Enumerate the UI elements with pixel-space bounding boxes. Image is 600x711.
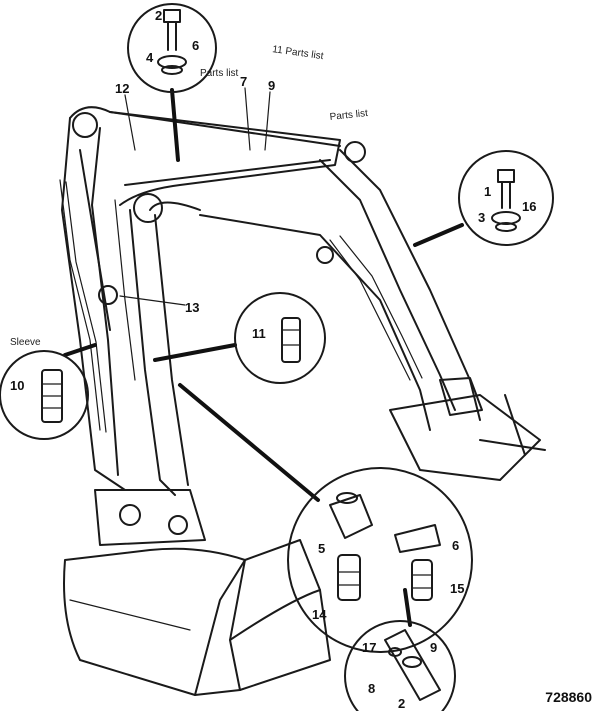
- callout-1-right: 1: [484, 184, 491, 199]
- leader-line: [124, 94, 136, 151]
- callout-6-top: 6: [192, 38, 199, 53]
- callout-11: 11: [252, 326, 266, 341]
- callout-16: 16: [522, 199, 536, 214]
- detail-circle-bottom: [344, 620, 456, 711]
- callout-7: 7: [240, 74, 247, 89]
- note-parts-list-right: Parts list: [329, 108, 369, 123]
- callout-2-bottom: 2: [398, 696, 405, 711]
- leader-line: [403, 588, 412, 627]
- detail-circle-middle: [234, 292, 326, 384]
- callout-9-bottom: 9: [430, 640, 437, 655]
- figure-reference: 728860: [545, 689, 592, 705]
- callout-2-top: 2: [155, 8, 162, 23]
- detail-circle-lower: [287, 467, 473, 653]
- callout-17: 17: [362, 640, 376, 655]
- leader-line: [244, 87, 251, 151]
- leader-line: [413, 223, 464, 247]
- callout-10: 10: [10, 378, 24, 393]
- note-parts-list-mid: Parts list: [200, 68, 239, 79]
- callout-labels: 2 6 4 7 9 12 13 1 3 16 11 10 5 6 14 15 1…: [10, 8, 536, 711]
- callout-5: 5: [318, 541, 325, 556]
- callout-13: 13: [185, 300, 199, 315]
- leader-line: [178, 383, 320, 502]
- leader-line: [119, 295, 186, 306]
- bucket: [63, 539, 331, 696]
- callout-4-top: 4: [146, 50, 154, 65]
- callout-15: 15: [450, 581, 464, 596]
- callout-8: 8: [368, 681, 375, 696]
- note-sleeve: Sleeve: [10, 337, 41, 348]
- note-parts-list-top: 11 Parts list: [272, 44, 325, 62]
- leader-line: [170, 88, 180, 162]
- leader-line: [153, 343, 237, 362]
- detail-circle-right: [458, 150, 554, 246]
- leader-line: [63, 343, 97, 357]
- callout-6-lower: 6: [452, 538, 459, 553]
- excavator-arm: [59, 106, 546, 546]
- callout-12: 12: [115, 81, 129, 96]
- callout-9: 9: [268, 78, 275, 93]
- detail-circle-left: [0, 350, 89, 440]
- callout-3-right: 3: [478, 210, 485, 225]
- detail-circle-top: [127, 3, 217, 93]
- callout-14: 14: [312, 607, 327, 622]
- leader-line: [264, 91, 271, 151]
